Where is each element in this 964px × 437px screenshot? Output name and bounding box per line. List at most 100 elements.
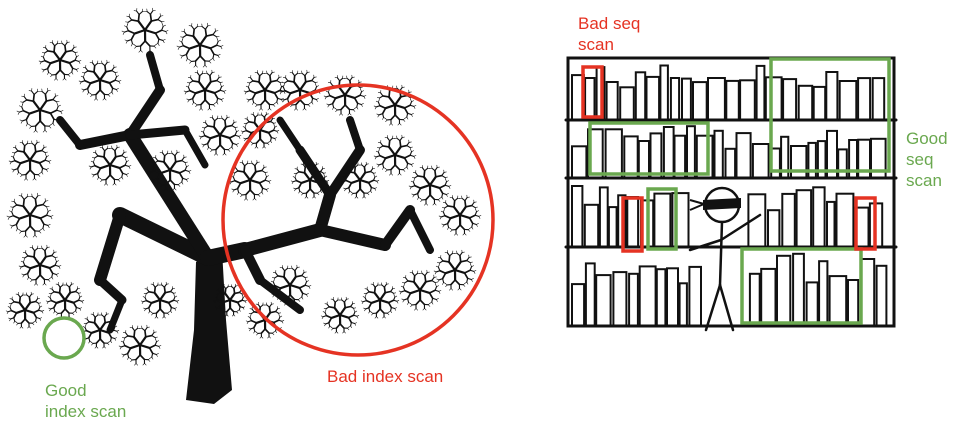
book (666, 267, 679, 327)
book (755, 64, 766, 121)
book (669, 77, 681, 121)
tree-limb (123, 128, 215, 265)
book (623, 135, 639, 179)
tree-limb (125, 85, 165, 140)
book (681, 77, 692, 121)
tree-branch-cluster (433, 249, 477, 291)
book (781, 192, 796, 248)
bookshelf-illustration (564, 56, 898, 328)
tree-branch-cluster (45, 281, 85, 319)
book (825, 71, 839, 121)
tree-limb (146, 51, 164, 94)
book (767, 209, 781, 248)
tree-branch-cluster (268, 264, 312, 306)
book (860, 258, 876, 327)
tree-branch-cluster (176, 22, 224, 68)
book (584, 262, 596, 327)
book (818, 260, 829, 328)
tree-branch-cluster (278, 69, 322, 111)
tree-limb (112, 207, 216, 266)
tree-limb (125, 125, 190, 140)
tree-limb (325, 145, 365, 200)
book (826, 129, 838, 179)
tree-limb (276, 116, 304, 154)
tree-branch-cluster (8, 139, 52, 181)
book (828, 275, 848, 328)
book (748, 272, 761, 327)
book (739, 79, 756, 122)
tree-branch-cluster (183, 69, 227, 111)
book (653, 192, 672, 249)
book (605, 81, 619, 121)
tree-branch-cluster (243, 69, 287, 111)
tree-branch-cluster (121, 7, 169, 53)
tree-branch-cluster (438, 194, 482, 236)
book (835, 192, 855, 248)
book (628, 272, 639, 327)
tree-branch-cluster (323, 74, 367, 116)
book (735, 132, 752, 180)
book (634, 71, 647, 122)
tree-limb (95, 275, 127, 305)
book (782, 78, 798, 121)
book (790, 145, 808, 179)
figure-body (718, 220, 724, 287)
book (747, 193, 767, 249)
bad-seq-scan-label: Bad seq scan (578, 14, 641, 54)
tree-limb (181, 126, 209, 169)
book (805, 281, 819, 327)
tree-branch-cluster (88, 144, 132, 186)
book (713, 129, 724, 180)
book (571, 145, 588, 180)
book (838, 80, 858, 121)
tree-branch-cluster (212, 283, 248, 317)
tree-branch-cluster (118, 324, 162, 366)
tree-limb (238, 223, 327, 257)
good-index-scan-circle (42, 316, 86, 360)
book (598, 186, 609, 248)
tree-limb (346, 116, 364, 154)
book (795, 189, 813, 248)
book (659, 64, 669, 121)
tree-branch-cluster (5, 291, 45, 329)
book (637, 140, 650, 179)
figure-left-arm (688, 238, 723, 252)
tree-branch-cluster (78, 59, 122, 101)
figure-left-leg (704, 283, 722, 332)
book (797, 84, 814, 122)
book (837, 148, 848, 179)
book (807, 141, 817, 179)
book (612, 271, 628, 328)
book (707, 77, 726, 121)
tree-branch-cluster (6, 192, 54, 238)
book (792, 252, 805, 327)
bad-seq-scan-box-top (581, 65, 604, 119)
good-seq-scan-label: Good seq scan (906, 129, 948, 190)
tree-trunk (186, 250, 232, 404)
book (619, 86, 635, 122)
book (604, 128, 623, 180)
tree-limb (94, 209, 126, 286)
tree-branch-cluster (228, 159, 272, 201)
book (826, 200, 836, 248)
tree-branch-cluster (408, 164, 452, 206)
tree-limb (75, 130, 135, 150)
book (655, 268, 667, 328)
tree-branch-cluster (18, 244, 62, 286)
tree-branch-cluster (320, 296, 360, 334)
book (678, 282, 688, 327)
book (686, 125, 696, 179)
book (725, 79, 740, 121)
book (583, 203, 600, 249)
figure-blindfold-tie (689, 199, 705, 211)
book (724, 147, 737, 180)
bad-seq-scan-box-left (621, 196, 644, 253)
bad-index-scan-circle (221, 83, 495, 357)
book (673, 134, 687, 179)
tree-limb (380, 205, 415, 250)
tree-branch-cluster (140, 281, 180, 319)
book (645, 75, 661, 121)
book (595, 274, 612, 328)
tree-limb (56, 116, 84, 149)
